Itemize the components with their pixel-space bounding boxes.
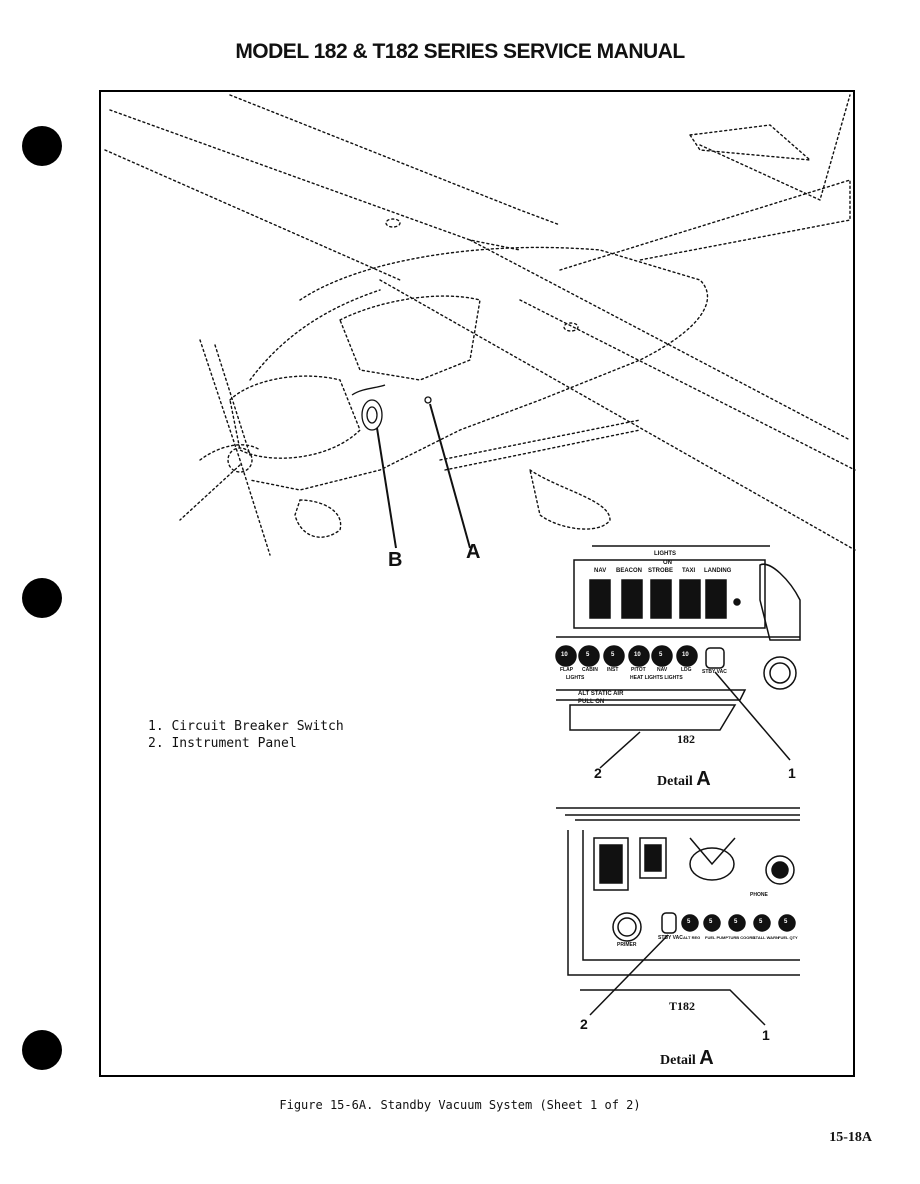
instrument-cluster-b: [361, 399, 383, 431]
left-wing-trailing-edge: [229, 94, 561, 226]
left-wing-leading-edge: [109, 109, 521, 251]
breaker-label-turb-coord: TURB COORD: [728, 935, 756, 940]
leader-1-182: [714, 671, 791, 761]
tail-stabilizer: [559, 179, 851, 271]
breaker-label-alt-reg: ALT REG: [683, 935, 701, 940]
breaker-value-fuel-qty: 5: [784, 919, 788, 925]
callout-a: A: [466, 541, 481, 563]
figure-frame: [99, 90, 855, 1077]
breaker-value-alt-reg: 5: [687, 919, 691, 925]
panel-model-t182: T182: [669, 999, 696, 1013]
group-label-lights: LIGHTS: [566, 675, 585, 681]
engine-cowl: [229, 375, 361, 459]
spinner: [227, 447, 253, 473]
detail-label-182: Detail A: [657, 768, 711, 790]
panel-182-drawing: [555, 545, 801, 769]
tail-elevator: [688, 124, 813, 161]
callout-1-182: 1: [788, 765, 796, 781]
switch-label-nav: NAV: [594, 568, 607, 574]
propeller-blade-a: [199, 339, 271, 556]
breaker-label-inst: INST: [607, 667, 619, 673]
breaker-value-nav: 5: [659, 652, 663, 658]
tail-fin: [699, 94, 851, 201]
lights-on-label: ON: [663, 560, 672, 566]
breaker-label-flap: FLAP: [560, 667, 574, 673]
wing-strut: [439, 419, 641, 461]
page-number: 15-18A: [829, 1130, 872, 1145]
propeller-blade-b: [179, 464, 241, 521]
switch-label-taxi: TAXI: [682, 568, 696, 574]
switch-location-a: [424, 396, 432, 404]
pull-on-label: PULL ON: [578, 699, 605, 705]
breaker-value-fuel-pump: 5: [709, 919, 713, 925]
stby-vac-label-182: STBY VAC: [702, 669, 727, 675]
breaker-value-stall-warn: 5: [759, 919, 763, 925]
phone-label: PHONE: [750, 892, 768, 898]
callout-1-t182: 1: [762, 1027, 770, 1043]
breaker-label-pitot: PITOT: [631, 667, 646, 673]
right-wing-leading-edge: [469, 239, 851, 441]
breaker-value-inst: 5: [611, 652, 615, 658]
right-wing-trailing-edge: [519, 299, 856, 471]
switch-label-beacon: BEACON: [616, 568, 643, 574]
switch-label-landing: LANDING: [704, 568, 732, 574]
breaker-value-pitot: 10: [634, 652, 641, 658]
leader-a: [429, 403, 471, 549]
binder-hole-bottom: [22, 1030, 62, 1070]
breaker-value-ldg: 10: [682, 652, 689, 658]
stby-vac-label-t182: STBY VAC: [658, 935, 683, 941]
binder-hole-top: [22, 126, 62, 166]
panel-t182-drawing: [556, 807, 800, 1026]
callout-2-t182: 2: [580, 1016, 588, 1032]
legend-list: 1. Circuit Breaker Switch 2. Instrument …: [148, 718, 344, 752]
detail-label-t182: Detail A: [660, 1047, 714, 1069]
breaker-value-flap: 10: [561, 652, 568, 658]
lights-heading: LIGHTS: [654, 551, 676, 557]
cabin-windows: [339, 295, 481, 381]
group-label-heat-lights: HEAT LIGHTS LIGHTS: [630, 675, 683, 681]
binder-hole-middle: [22, 578, 62, 618]
legend-item: 1. Circuit Breaker Switch: [148, 719, 344, 734]
legend-item: 2. Instrument Panel: [148, 736, 297, 751]
breaker-label-cabin: CABIN: [582, 667, 598, 673]
breaker-label-stall-warn: STALL WARN: [753, 935, 779, 940]
breaker-value-turb-coord: 5: [734, 919, 738, 925]
breaker-label-ldg: LDG: [681, 667, 692, 673]
breaker-label-fuel-pump: FUEL PUMP: [705, 935, 729, 940]
primer-label: PRIMER: [617, 942, 637, 948]
main-wheel: [528, 468, 611, 530]
leader-2-t182: [589, 934, 669, 1016]
callout-2-182: 2: [594, 765, 602, 781]
leader-b: [376, 427, 397, 549]
callout-b: B: [388, 549, 403, 571]
switch-label-strobe: STROBE: [648, 568, 674, 574]
breaker-label-fuel-qty: FUEL QTY: [778, 935, 798, 940]
breaker-value-cabin: 5: [586, 652, 590, 658]
leader-2-182: [599, 731, 641, 769]
figure-caption: Figure 15-6A. Standby Vacuum System (She…: [279, 1098, 641, 1112]
page-title: MODEL 182 & T182 SERIES SERVICE MANUAL: [235, 40, 685, 63]
nose-wheel: [294, 499, 342, 538]
breaker-label-nav: NAV: [657, 667, 668, 673]
panel-model-182: 182: [677, 732, 695, 746]
fuselage-outline: [249, 246, 709, 491]
alt-static-label: ALT STATIC AIR: [578, 691, 624, 697]
